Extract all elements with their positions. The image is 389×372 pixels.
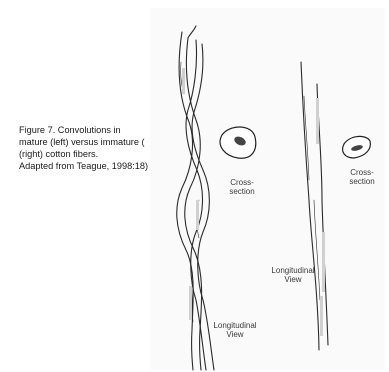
left-cross-section-label: Cross-section [218, 178, 266, 196]
right-longitudinal-label: Longitudinal View [268, 266, 318, 284]
paper-background [150, 8, 385, 370]
left-longitudinal-label: Longitudinal View [210, 321, 260, 339]
right-cross-section-label: Cross-section [338, 168, 386, 186]
